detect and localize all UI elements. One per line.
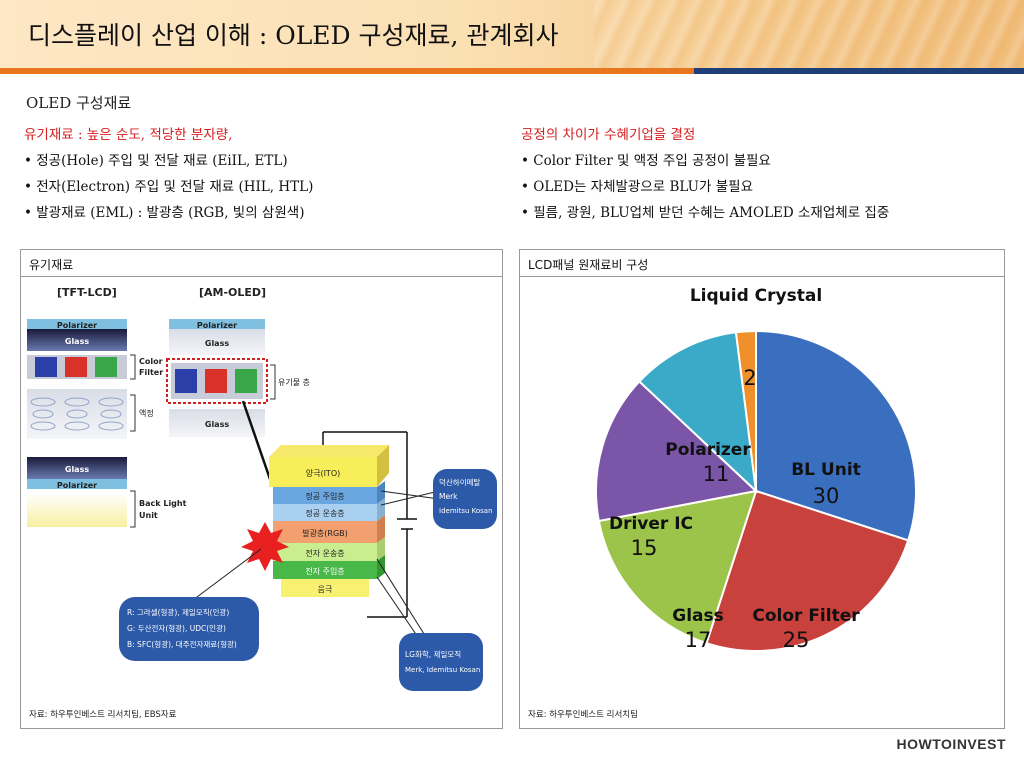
panel-header: 유기재료 — [21, 250, 502, 277]
pie-category-label: Color Filter — [752, 606, 860, 626]
callout-line: 덕산하이메탈 — [439, 477, 480, 487]
stack-layer-label: 전자 주입층 — [305, 566, 344, 576]
right-bullet: • 필름, 광원, BLU업체 받던 수혜는 AMOLED 소재업체로 집중 — [521, 205, 890, 221]
glass-label: Glass — [65, 337, 89, 346]
glass-label: Glass — [205, 339, 229, 348]
back-light-label-2: Unit — [139, 511, 158, 520]
tft-lcd-stack: Polarizer Glass Glass Polarizer Colo — [27, 319, 187, 528]
polarizer-label: Polarizer — [197, 321, 237, 330]
polarizer-label: Polarizer — [57, 481, 97, 490]
pie-value-label: 11 — [703, 462, 730, 486]
tft-lcd-label: [TFT-LCD] — [57, 286, 117, 299]
pie-value-label: 2 — [743, 366, 756, 390]
title-rule-orange — [0, 68, 694, 74]
pie-category-label: Polarizer — [665, 440, 751, 460]
pie-value-label: 30 — [813, 484, 840, 508]
stack-layer-label: 음극 — [318, 585, 333, 594]
light-emission-icon — [241, 522, 289, 571]
title-bar: 디스플레이 산업 이해 : OLED 구성재료, 관계회사 — [0, 0, 1024, 68]
right-heading: 공정의 차이가 수혜기업을 결정 — [521, 127, 696, 143]
glass-label: Glass — [65, 465, 89, 474]
callout-bottom: LG화학, 제일모직 Merk, Idemitsu Kosan — [376, 558, 483, 691]
pie-slice-polarizer — [637, 331, 758, 494]
pie-category-label: Liquid Crystal — [690, 286, 822, 306]
callout-line: B: SFC(형광), 대주전자재료(형광) — [127, 639, 237, 649]
amoled-label: [AM-OLED] — [199, 286, 266, 299]
callout-line: R: 그라셀(형광), 제일모직(인광) — [127, 607, 229, 617]
page-title: 디스플레이 산업 이해 : OLED 구성재료, 관계회사 — [28, 21, 559, 50]
stack-layer-label: 정공 운송층 — [305, 508, 344, 518]
organic-materials-panel: 유기재료 [TFT-LCD] [AM-OLED] Polarizer Glass — [20, 249, 503, 729]
brand-logo: HOWTOINVEST — [896, 736, 1006, 752]
amoled-stack: Polarizer Glass Glass 유기물 층 — [166, 319, 310, 483]
stack-layer-label: 정공 주입층 — [305, 491, 344, 501]
back-light-label: Back Light — [139, 499, 187, 508]
polarizer-label: Polarizer — [57, 321, 97, 330]
right-bullet: • Color Filter 및 액정 주입 공정이 불필요 — [521, 153, 771, 169]
title-rule-blue — [694, 68, 1024, 74]
left-bullet: • 정공(Hole) 주입 및 전달 재료 (EiIL, ETL) — [24, 153, 288, 169]
right-text-column: 공정의 차이가 수혜기업을 결정 • Color Filter 및 액정 주입 … — [521, 122, 1001, 226]
color-filter-label-2: Filter — [139, 368, 163, 377]
callout-top: 덕산하이메탈 Merk Idemitsu Kosan — [380, 469, 497, 529]
pie-slice-glass — [597, 489, 758, 645]
stack-layer-label: 발광층(RGB) — [302, 528, 348, 538]
callout-line: LG화학, 제일모직 — [405, 649, 461, 659]
callout-line: Merk — [439, 492, 458, 501]
left-bullet: • 발광재료 (EML) : 발광층 (RGB, 빛의 삼원색) — [24, 205, 305, 221]
oled-structure-diagram: [TFT-LCD] [AM-OLED] Polarizer Glass Glas… — [27, 286, 497, 691]
source-note: 자료: 하우투인베스트 리서치팀, EBS자료 — [29, 710, 177, 720]
callout-line: Merk, Idemitsu Kosan — [405, 666, 480, 674]
pie-category-label: Driver IC — [609, 514, 693, 534]
stack-layer-label: 양극(ITO) — [306, 469, 341, 478]
callout-line: G: 두산전자(형광), UDC(인광) — [127, 623, 226, 633]
pie-category-label: Glass — [672, 606, 724, 626]
organic-layer-label: 유기물 층 — [278, 378, 310, 387]
section-title: OLED 구성재료 — [26, 94, 132, 112]
pie-value-label: 15 — [631, 536, 658, 560]
left-heading: 유기재료 : 높은 순도, 적당한 분자량, — [24, 127, 233, 143]
oled-layer-stack: 양극(ITO) 정공 주입층 정공 운송층 발광층(RGB) 전자 운송층 전자… — [269, 431, 417, 618]
source-note: 자료: 하우투인베스트 리서치팀 — [528, 710, 638, 720]
pie-slice-driver-ic — [595, 380, 759, 523]
callout-rgb: R: 그라셀(형광), 제일모직(인광) G: 두산전자(형광), UDC(인광… — [119, 548, 262, 661]
callout-line: Idemitsu Kosan — [439, 507, 493, 515]
panel-header: LCD패널 원재료비 구성 — [520, 250, 1004, 277]
pie-value-label: 25 — [783, 628, 810, 652]
stack-layer-label: 전자 운송층 — [305, 548, 344, 558]
liquid-crystal-label: 액정 — [139, 408, 154, 418]
pie-value-label: 17 — [685, 628, 712, 652]
pie-slice-bl-unit — [755, 329, 917, 542]
left-bullet: • 전자(Electron) 주입 및 전달 재료 (HIL, HTL) — [24, 179, 314, 195]
title-decoration — [594, 0, 1024, 68]
right-bullet: • OLED는 자체발광으로 BLU가 불필요 — [521, 179, 753, 195]
left-text-column: 유기재료 : 높은 순도, 적당한 분자량, • 정공(Hole) 주입 및 전… — [24, 122, 504, 226]
color-filter-label: Color — [139, 357, 163, 366]
pie-slice-liquid-crystal — [734, 329, 757, 492]
glass-label: Glass — [205, 420, 229, 429]
pie-slice-color-filter — [705, 489, 910, 652]
pie-category-label: BL Unit — [791, 460, 861, 480]
